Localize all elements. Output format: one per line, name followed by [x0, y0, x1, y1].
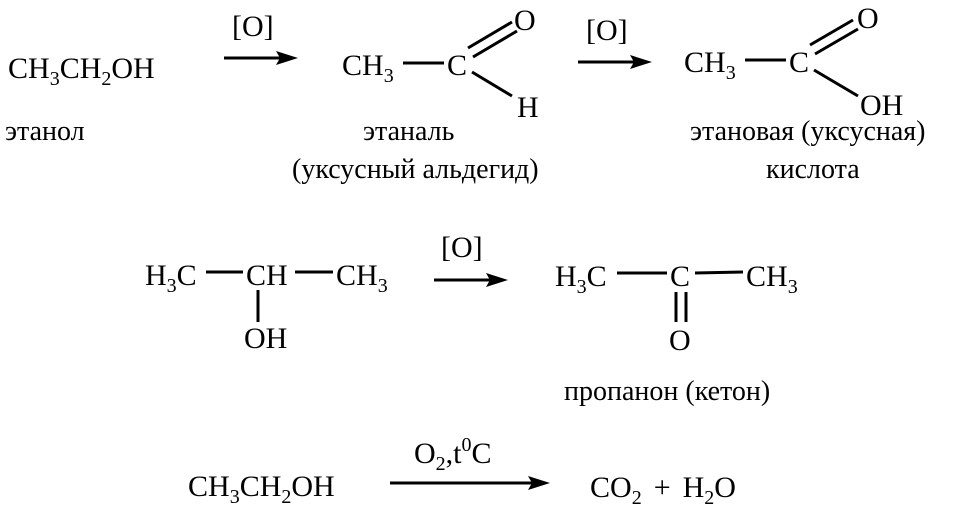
ethanol-name: этанол: [5, 116, 85, 147]
reaction-arrow-1: [224, 51, 298, 65]
reaction-arrow-2: [578, 55, 652, 69]
isopropanol-ch3: CH3: [336, 259, 388, 297]
oxidant-label-3: [O]: [441, 231, 483, 264]
acetone-h3c: H3C: [555, 260, 607, 298]
combustion-condition: O2,t0C: [414, 434, 492, 475]
acetone-structure: H3C C CH3 O: [555, 260, 798, 357]
acid-ch3: CH3: [684, 46, 736, 84]
ethanal-name: этаналь: [363, 116, 454, 147]
acetone-oxygen: O: [669, 324, 691, 357]
combustion-products: CO2+H2O: [590, 471, 736, 509]
ethanal-ch3: CH3: [342, 49, 394, 87]
reaction-arrow-3: [434, 273, 508, 287]
acid-double-bond-b: [814, 27, 859, 56]
acetone-name: пропанон (кетон): [564, 376, 770, 407]
reaction-arrow-4: [390, 476, 550, 490]
oxidant-label-1: [O]: [232, 10, 274, 43]
isopropanol-ch: CH: [246, 259, 288, 292]
acid-oxygen: O: [857, 2, 879, 35]
ethanal-h-bond: [471, 70, 513, 98]
ethanal-structure: CH3 C O H: [342, 4, 539, 124]
acetone-ch3: CH3: [746, 260, 798, 298]
ethanal-oxygen: O: [514, 4, 536, 37]
acid-name-line2: кислота: [766, 154, 860, 185]
acetone-carbon: C: [670, 260, 690, 293]
acid-oh-bond: [813, 68, 859, 98]
ethanol-formula: CH3CH2OH: [8, 52, 155, 90]
isopropanol-structure: H3C CH CH3 OH: [145, 259, 388, 355]
isopropanol-h3c: H3C: [145, 259, 197, 297]
ethanal-hydrogen: H: [517, 91, 539, 124]
ethanoic-acid-structure: CH3 C O OH: [684, 2, 903, 122]
acid-double-bond-a: [809, 18, 854, 47]
ethanal-double-bond-b: [472, 29, 518, 59]
acid-hydroxyl: OH: [860, 89, 903, 122]
acid-carbon: C: [789, 46, 809, 79]
ethanal-carbon: C: [447, 49, 467, 82]
isopropanol-hydroxyl: OH: [244, 322, 287, 355]
acetone-bond-right: [694, 270, 744, 275]
acid-name-line1: этановая (уксусная): [690, 116, 926, 147]
ethanol-formula-2: CH3CH2OH: [188, 470, 335, 508]
oxidant-label-2: [O]: [586, 14, 628, 47]
ethanal-double-bond-a: [467, 20, 513, 50]
ethanal-alt-name: (уксусный альдегид): [292, 154, 539, 185]
